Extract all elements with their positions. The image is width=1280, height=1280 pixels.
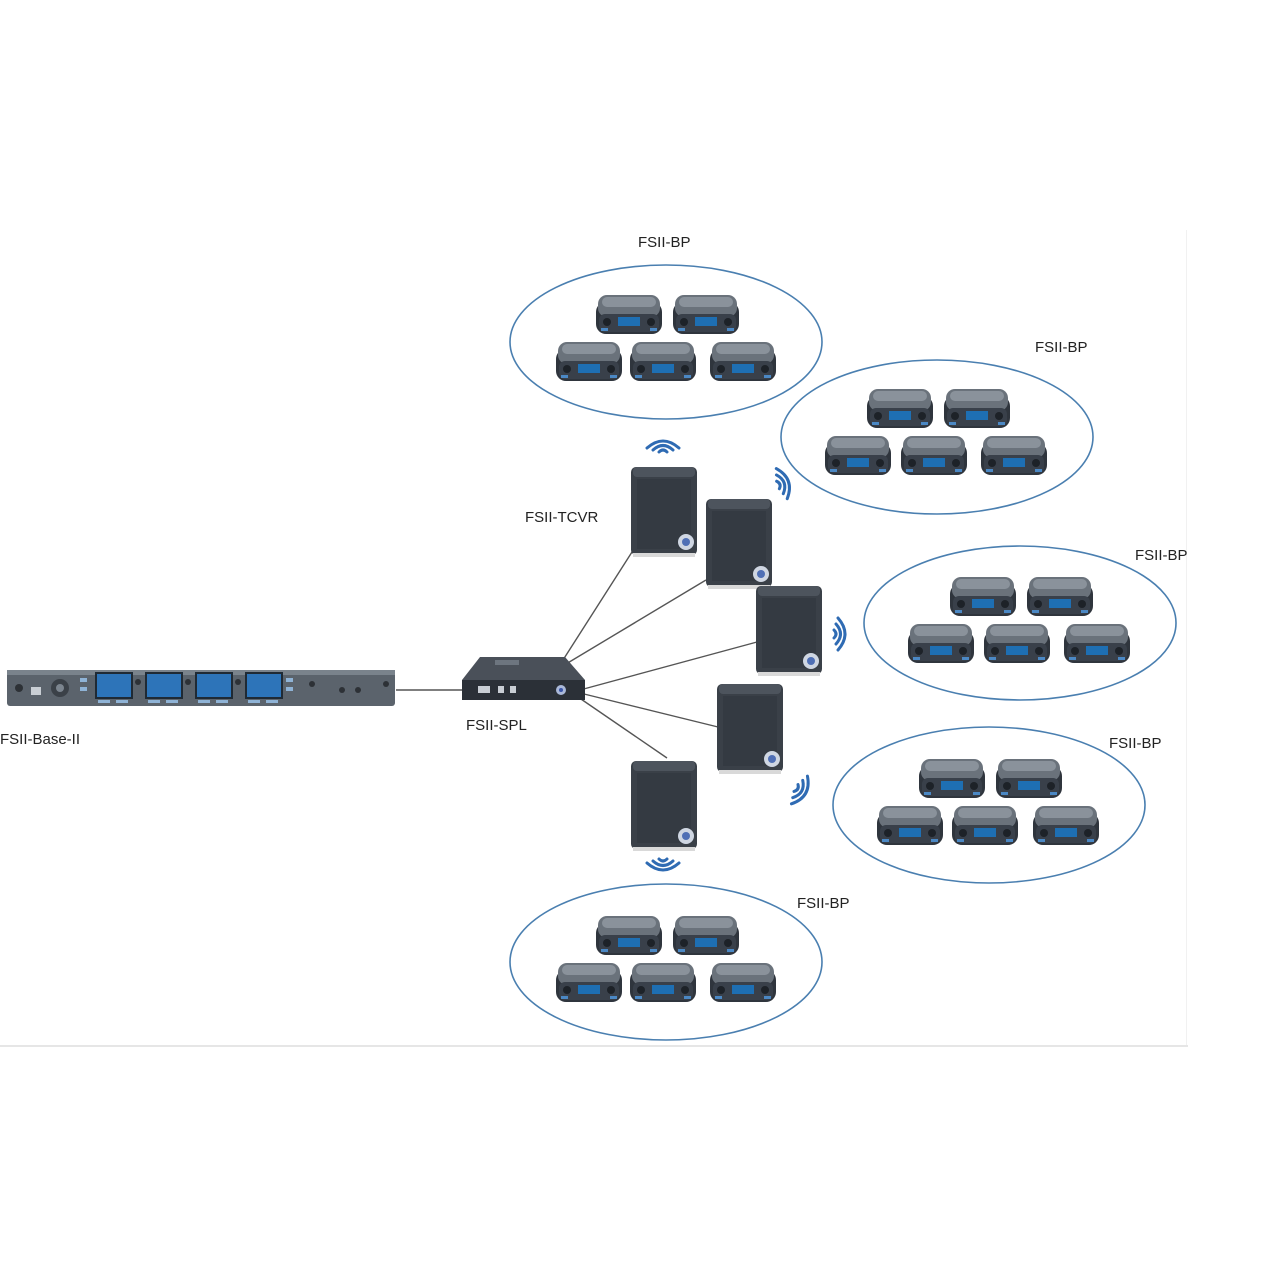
beltpack-group-2-label: FSII-BP — [1035, 339, 1088, 356]
page-right-rule — [1186, 230, 1187, 1045]
beltpack-group-4 — [877, 759, 1099, 845]
base-station-label: FSII-Base-II — [0, 731, 81, 748]
cable-to-tcvr-2 — [565, 579, 707, 665]
beltpack-group-3-label: FSII-BP — [1135, 547, 1188, 564]
cable-lines — [396, 551, 758, 759]
wifi-signal-icon — [645, 439, 681, 454]
page-bottom-rule — [0, 1045, 1188, 1047]
beltpack-group-outlines — [509, 264, 1177, 1041]
base-station-device — [7, 670, 395, 706]
beltpack-group-1-label: FSII-BP — [638, 234, 691, 251]
splitter-label: FSII-SPL — [466, 717, 527, 734]
wifi-signal-icon — [786, 772, 816, 809]
beltpack-group-2 — [825, 389, 1047, 475]
beltpack-group-5 — [556, 916, 776, 1002]
beltpack-group-4-label: FSII-BP — [1109, 735, 1162, 752]
wifi-signal-icon — [645, 857, 681, 872]
transceiver-label: FSII-TCVR — [525, 509, 599, 526]
transceiver-units — [631, 467, 822, 851]
cable-to-tcvr-1 — [562, 551, 633, 661]
beltpack-group-5-label: FSII-BP — [797, 895, 850, 912]
cable-to-tcvr-3 — [579, 641, 758, 691]
base-channel-screens — [95, 672, 283, 699]
wifi-signal-icon — [832, 616, 847, 652]
beltpack-group-3 — [908, 577, 1130, 663]
wifi-signal-icon — [771, 464, 796, 502]
splitter-device — [462, 657, 585, 700]
cable-to-tcvr-4 — [579, 692, 719, 728]
beltpack-group-1 — [556, 295, 776, 381]
cable-to-tcvr-5 — [577, 696, 668, 759]
